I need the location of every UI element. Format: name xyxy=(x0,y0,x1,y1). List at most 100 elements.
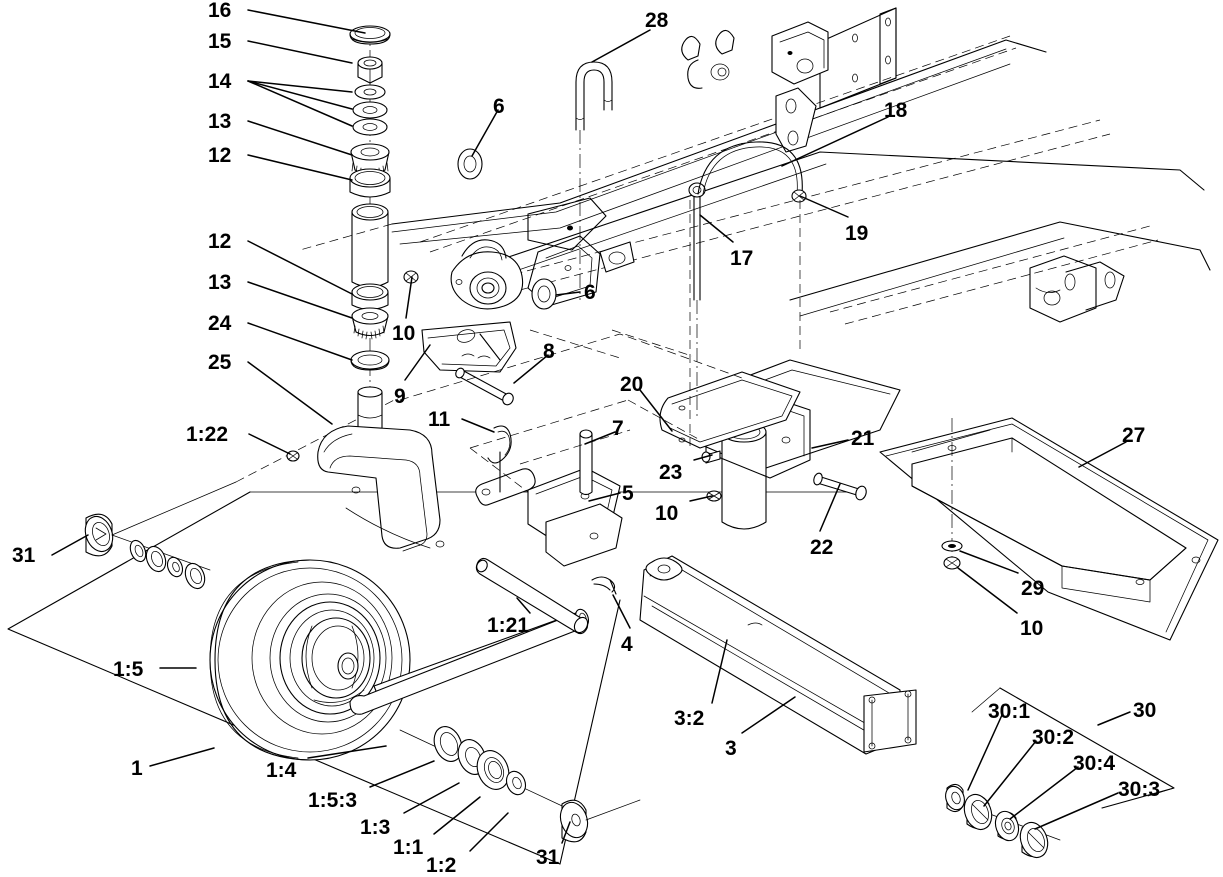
leader-line xyxy=(811,439,849,449)
leader-line xyxy=(247,281,353,319)
callout-label-1-22: 1:22 xyxy=(186,423,229,446)
part-12-cup-lower xyxy=(351,283,389,311)
wheel-spacers-left xyxy=(129,539,206,590)
leader-line xyxy=(693,454,713,461)
leader-line xyxy=(247,322,353,361)
part-7-pin xyxy=(579,429,593,496)
part-30-3 xyxy=(1019,821,1049,859)
part-10-nut-left xyxy=(403,270,419,284)
leader-line xyxy=(741,696,796,734)
callout-label-11: 11 xyxy=(428,408,451,431)
part-11-clip xyxy=(487,425,512,493)
leader-line xyxy=(983,740,1037,807)
callout-label-1: 1 xyxy=(131,757,143,780)
part-1-21-rod xyxy=(475,557,589,635)
callout-label-30-1: 30:1 xyxy=(988,700,1031,723)
alignment-lines xyxy=(111,200,801,821)
part-9-bracket xyxy=(421,321,517,373)
part-30-2 xyxy=(963,793,993,831)
leader-line xyxy=(711,639,728,704)
leader-line xyxy=(248,433,291,455)
part-4-cotter-pin xyxy=(591,576,617,595)
part-10-nut-center xyxy=(706,490,722,502)
part-28-u-bolt xyxy=(575,61,613,300)
leader-line xyxy=(689,495,713,502)
part-1-21-axle xyxy=(349,608,589,715)
leader-line xyxy=(1078,441,1127,468)
leader-line xyxy=(639,389,673,432)
callout-label-1-21: 1:21 xyxy=(487,614,530,637)
callout-label-13: 13 xyxy=(208,271,232,294)
callout-label-8: 8 xyxy=(543,340,555,363)
leader-line xyxy=(699,214,734,243)
part-29-washer xyxy=(941,540,963,552)
part-14-washers xyxy=(352,84,388,136)
caster-spindle-stack xyxy=(349,25,391,474)
part-17-rod xyxy=(688,182,706,420)
leader-line xyxy=(307,745,387,759)
part-18-cable xyxy=(697,141,803,195)
leader-line xyxy=(612,594,631,629)
leader-line xyxy=(247,80,353,127)
part-24-seal xyxy=(350,350,390,371)
callout-label-1-1: 1:1 xyxy=(393,836,424,859)
callout-label-3: 3 xyxy=(725,737,737,760)
leader-line xyxy=(584,431,616,445)
callout-label-9: 9 xyxy=(394,385,406,408)
part-10-nut-right xyxy=(943,556,961,570)
leader-line xyxy=(591,29,651,63)
part-16-cap xyxy=(349,25,391,45)
callout-label-6: 6 xyxy=(584,281,596,304)
callout-label-19: 19 xyxy=(845,222,869,245)
frame-bracket-right xyxy=(1029,255,1125,323)
callout-label-7: 7 xyxy=(612,417,624,440)
leader-line xyxy=(247,154,353,181)
callout-label-6: 6 xyxy=(493,95,505,118)
part-25-caster-fork xyxy=(317,425,445,552)
callout-label-1-3: 1:3 xyxy=(360,816,391,839)
leader-line xyxy=(403,782,460,814)
group-30-parts xyxy=(945,783,1061,859)
wheel-spacers-right xyxy=(399,726,589,843)
leader-line xyxy=(247,9,366,34)
part-1-22-bolt xyxy=(286,450,300,462)
callout-label-10: 10 xyxy=(392,322,416,345)
leader-line xyxy=(471,109,499,157)
leader-line xyxy=(247,80,353,93)
callout-label-24: 24 xyxy=(208,312,232,335)
part-5-bracket xyxy=(527,467,623,567)
callout-label-29: 29 xyxy=(1021,577,1045,600)
part-3-2-slot xyxy=(645,557,763,626)
part-3-boom xyxy=(639,555,917,755)
group-30-bracket xyxy=(971,687,1175,809)
callout-label-12: 12 xyxy=(208,230,232,253)
callout-label-30-4: 30:4 xyxy=(1073,752,1116,775)
frame-hooks xyxy=(681,29,735,89)
leader-line xyxy=(469,812,509,852)
leader-line xyxy=(1034,792,1119,830)
callout-label-30-3: 30:3 xyxy=(1118,778,1161,801)
callout-label-16: 16 xyxy=(208,0,232,22)
callout-label-1-5-3: 1:5:3 xyxy=(308,789,358,812)
callout-label-10: 10 xyxy=(1020,617,1044,640)
part-20-plate xyxy=(659,371,801,449)
part-30-4 xyxy=(994,810,1020,842)
part-13-bearing-lower xyxy=(351,307,389,340)
callout-label-15: 15 xyxy=(208,30,232,53)
callout-label-21: 21 xyxy=(851,427,875,450)
callout-label-1-5: 1:5 xyxy=(113,658,144,681)
leader-line xyxy=(1009,766,1079,820)
part-25-housing-tube xyxy=(351,203,389,288)
part-31-cap-right xyxy=(559,799,589,843)
leader-line xyxy=(149,747,215,767)
leader-line xyxy=(433,796,481,835)
frame-mount-left xyxy=(527,197,635,307)
callout-label-3-2: 3:2 xyxy=(674,707,705,730)
frame-left-hub xyxy=(450,239,524,310)
part-6-bushing-upper xyxy=(457,148,483,180)
leader-line xyxy=(959,550,1019,574)
callout-label-1-2: 1:2 xyxy=(426,854,457,877)
callout-label-31: 31 xyxy=(12,544,36,567)
